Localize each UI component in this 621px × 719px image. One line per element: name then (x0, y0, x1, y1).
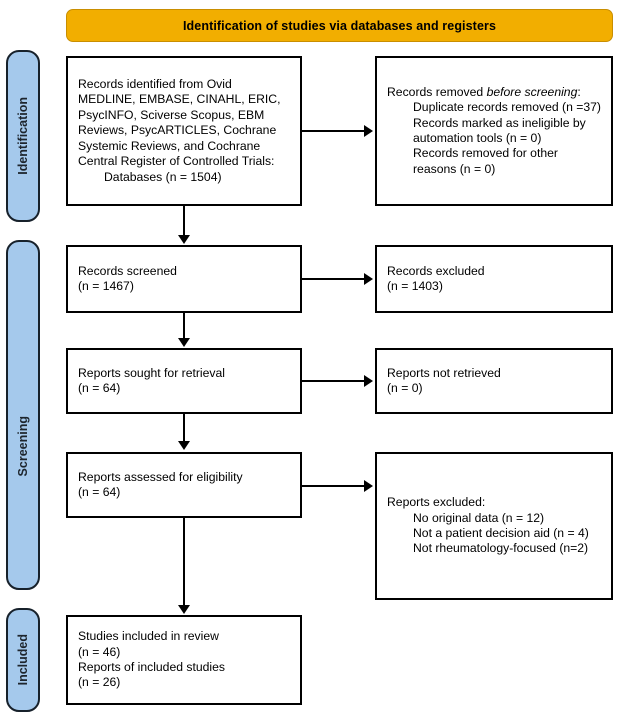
arrowhead-screened-to-sought (178, 338, 190, 347)
records-removed-title-plain: Records removed (387, 84, 487, 99)
box-records-removed: Records removed before screening: Duplic… (375, 56, 613, 206)
arrow-sought-to-assessed (183, 414, 185, 443)
stage-label-screening: Screening (6, 240, 40, 590)
reports-excluded-not-rheumatology: Not rheumatology-focused (n=2) (413, 541, 589, 556)
reports-excluded-not-decision-aid: Not a patient decision aid (n = 4) (413, 526, 589, 540)
reports-not-retrieved-count: (n = 0) (387, 381, 423, 395)
arrowhead-sought-to-not-retrieved (364, 375, 373, 387)
records-identified-sources: Records identified from Ovid MEDLINE, EM… (78, 77, 284, 169)
records-excluded-count: (n = 1403) (387, 279, 443, 293)
reports-assessed-count: (n = 64) (78, 485, 121, 499)
records-removed-title-italic: before screening (486, 84, 578, 99)
records-removed-other: Records removed for other reasons (n = 0… (413, 146, 562, 176)
arrowhead-assessed-to-excluded (364, 480, 373, 492)
records-removed-ineligible: Records marked as ineligible by automati… (413, 115, 590, 145)
arrowhead-identified-to-removed (364, 125, 373, 137)
stage-label-included-text: Included (16, 634, 30, 686)
box-records-identified: Records identified from Ovid MEDLINE, EM… (66, 56, 302, 206)
box-reports-assessed: Reports assessed for eligibility (n = 64… (66, 452, 302, 518)
reports-included-count: (n = 26) (78, 675, 121, 690)
box-reports-not-retrieved: Reports not retrieved (n = 0) (375, 348, 613, 414)
arrowhead-identified-to-screened (178, 235, 190, 244)
studies-included-count: (n = 46) (78, 644, 121, 659)
arrow-screened-to-sought (183, 313, 185, 340)
reports-excluded-title: Reports excluded: (387, 495, 486, 510)
reports-assessed-label: Reports assessed for eligibility (78, 469, 243, 484)
diagram-title: Identification of studies via databases … (182, 18, 497, 33)
records-identified-count: Databases (n = 1504) (104, 169, 222, 184)
stage-label-screening-text: Screening (16, 415, 30, 476)
stage-label-identification: Identification (6, 50, 40, 222)
records-excluded-label: Records excluded (387, 263, 485, 278)
reports-sought-label: Reports sought for retrieval (78, 365, 225, 380)
records-removed-duplicates: Duplicate records removed (n =37) (413, 100, 601, 115)
box-records-screened: Records screened (n = 1467) (66, 245, 302, 313)
reports-sought-count: (n = 64) (78, 381, 121, 395)
records-removed-title-colon: : (577, 84, 581, 99)
stage-label-included: Included (6, 608, 40, 712)
arrowhead-sought-to-assessed (178, 441, 190, 450)
reports-included-label: Reports of included studies (78, 660, 226, 674)
arrow-assessed-to-included (183, 518, 185, 607)
studies-included-label: Studies included in review (78, 629, 219, 644)
arrow-sought-to-not-retrieved (302, 380, 366, 382)
diagram-title-banner: Identification of studies via databases … (66, 9, 613, 42)
arrow-identified-to-removed (302, 130, 366, 132)
arrow-identified-to-screened (183, 206, 185, 237)
arrowhead-screened-to-excluded (364, 273, 373, 285)
records-screened-label: Records screened (78, 263, 177, 278)
records-removed-title: Records removed before screening: (387, 85, 601, 100)
box-records-excluded: Records excluded (n = 1403) (375, 245, 613, 313)
arrow-screened-to-excluded (302, 278, 366, 280)
box-reports-excluded: Reports excluded: No original data (n = … (375, 452, 613, 600)
records-screened-count: (n = 1467) (78, 279, 134, 293)
arrow-assessed-to-excluded (302, 485, 366, 487)
box-studies-included: Studies included in review (n = 46) Repo… (66, 615, 302, 705)
stage-label-identification-text: Identification (16, 97, 30, 175)
arrowhead-assessed-to-included (178, 605, 190, 614)
box-reports-sought: Reports sought for retrieval (n = 64) (66, 348, 302, 414)
reports-excluded-no-original-data: No original data (n = 12) (413, 510, 545, 525)
reports-not-retrieved-label: Reports not retrieved (387, 365, 501, 380)
